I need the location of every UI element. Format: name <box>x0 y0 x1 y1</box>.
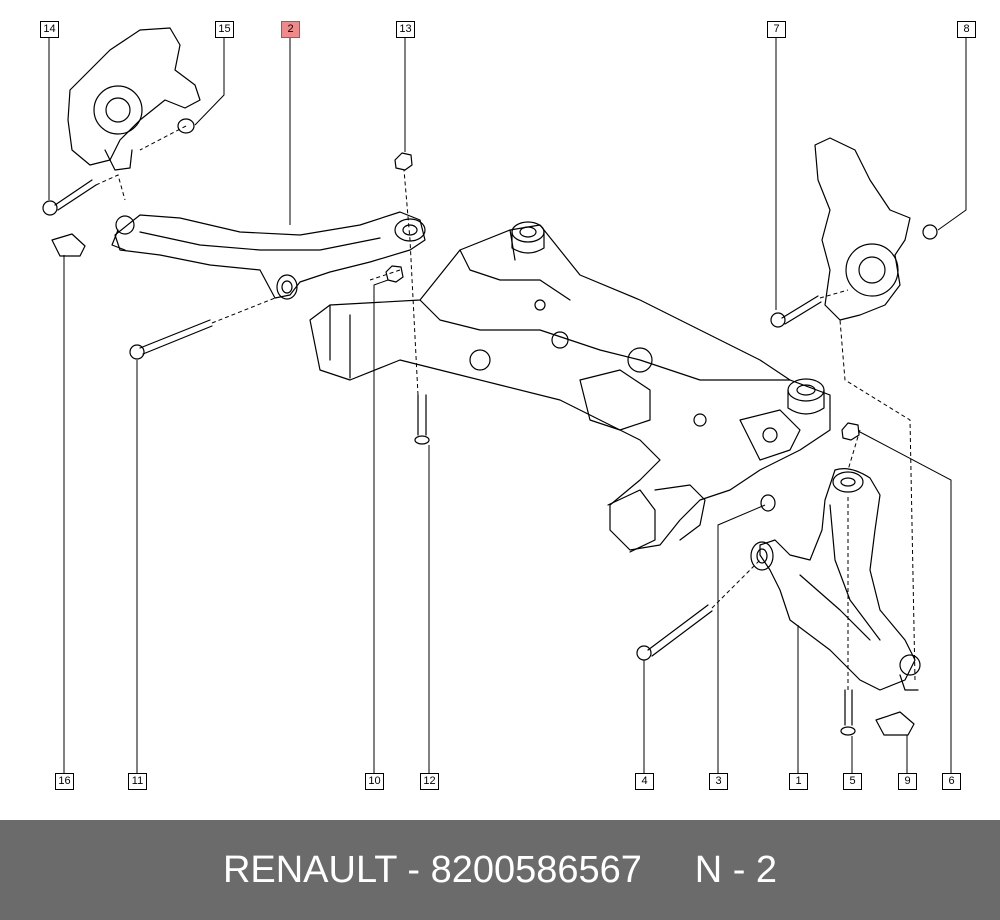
bolt-11 <box>129 319 213 360</box>
steering-knuckle-left <box>67 27 201 171</box>
callout-13: 13 <box>396 21 415 38</box>
callout-12: 12 <box>420 773 439 790</box>
callout-8: 8 <box>957 21 976 38</box>
callout-2-highlighted: 2 <box>281 21 300 38</box>
callout-10: 10 <box>365 773 384 790</box>
nut-6 <box>841 422 860 441</box>
suspension-exploded-drawing <box>42 27 967 773</box>
assembly-lines <box>95 125 916 690</box>
callout-11: 11 <box>128 773 147 790</box>
plate-16 <box>51 233 86 257</box>
nut-3 <box>760 494 776 512</box>
callout-3: 3 <box>709 773 728 790</box>
lower-control-arm-right <box>750 468 921 691</box>
bolt-7 <box>770 295 822 328</box>
subframe <box>309 224 831 553</box>
bolt-14 <box>42 179 97 216</box>
steering-knuckle-right <box>814 137 938 321</box>
bolt-12 <box>414 394 430 445</box>
bolt-4 <box>636 604 713 661</box>
nut-13 <box>394 152 413 171</box>
bolt-5 <box>840 689 856 736</box>
callout-5: 5 <box>843 773 862 790</box>
callout-7: 7 <box>767 21 786 38</box>
subframe-bushing-left <box>511 221 545 254</box>
part-footer-bar: RENAULT - 8200586567 N - 2 <box>0 820 1000 920</box>
part-reference-text: RENAULT - 8200586567 N - 2 <box>222 848 778 891</box>
callout-1: 1 <box>789 773 808 790</box>
callout-15: 15 <box>215 21 234 38</box>
nut-10 <box>385 265 404 283</box>
callout-6: 6 <box>942 773 961 790</box>
leader-lines <box>48 37 967 773</box>
lower-control-arm-left <box>111 211 426 300</box>
callout-4: 4 <box>635 773 654 790</box>
subframe-bushing-right <box>787 378 825 415</box>
callout-14: 14 <box>40 21 59 38</box>
callout-9: 9 <box>898 773 917 790</box>
plate-9 <box>875 711 915 736</box>
callout-16: 16 <box>55 773 74 790</box>
